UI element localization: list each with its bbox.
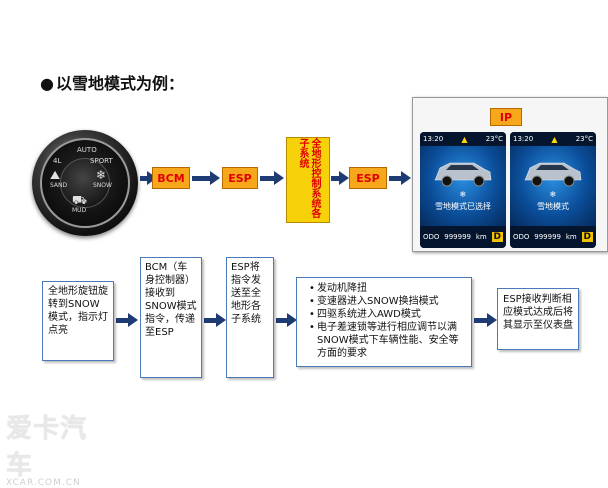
list-item: 发动机降扭: [309, 282, 465, 295]
list-item: 变速器进入SNOW换挡模式: [309, 295, 465, 308]
snow-mode-icon: ❄: [96, 168, 107, 182]
subsystem-actions-list: 发动机降扭 变速器进入SNOW换挡模式 四驱系统进入AWD模式 电子差速锁等进行…: [309, 282, 465, 360]
odo-value: 999999: [534, 233, 561, 241]
list-item: 四驱系统进入AWD模式: [309, 308, 465, 321]
knob-label-auto: AUTO: [77, 146, 97, 154]
odo-label: ODO: [513, 233, 530, 241]
odo-unit: km: [475, 233, 487, 241]
warning-icon: ▲: [461, 134, 468, 144]
step-subsystems-box: 发动机降扭 变速器进入SNOW换挡模式 四驱系统进入AWD模式 电子差速锁等进行…: [296, 277, 472, 367]
title-bullet: ●: [40, 74, 54, 93]
bcm-box: BCM: [152, 167, 190, 189]
screen-status-bar: 13:20 ▲ 23°C: [420, 132, 506, 146]
title-text: 以雪地模式为例：: [55, 74, 184, 93]
odo-unit: km: [565, 233, 577, 241]
esp-box-2: ESP: [349, 167, 387, 189]
knob-label-4l: 4L: [53, 157, 62, 165]
screen-display: ❄ 雪地模式: [510, 146, 596, 226]
odo-label: ODO: [423, 233, 440, 241]
screen-status-bar: 13:20 ▲ 23°C: [510, 132, 596, 146]
ip-box: IP: [490, 108, 522, 126]
step-display-box: ESP接收判断相应模式达成后将其显示至仪表盘: [497, 288, 579, 350]
list-item: 电子差速锁等进行相应调节以满SNOW模式下车辆性能、安全等方面的要求: [309, 321, 465, 360]
esp-box-1: ESP: [222, 167, 258, 189]
screen-message: 雪地模式已选择: [435, 202, 491, 211]
step-esp-box: ESP将指令发送至全地形各子系统: [226, 257, 274, 378]
watermark-en: XCAR.COM.CN: [6, 478, 81, 488]
watermark-cn: 爱卡汽车: [6, 414, 88, 481]
knob-label-snow: SNOW: [93, 182, 112, 189]
terrain-knob-center: [60, 158, 110, 208]
warning-icon: ▲: [551, 134, 558, 144]
knob-label-mud: MUD: [72, 207, 87, 214]
suv-icon: [434, 162, 492, 187]
screen-odometer-bar: ODO 999999 km D: [420, 226, 506, 248]
xcar-watermark: 爱卡汽车 XCAR.COM.CN: [6, 408, 110, 488]
mud-mode-icon: ⛟: [72, 193, 88, 207]
screen-temp: 23°C: [575, 135, 593, 143]
step-knob-box: 全地形旋钮旋转到SNOW模式，指示灯点亮: [42, 281, 114, 361]
snowflake-icon: ❄: [549, 190, 557, 199]
screen-temp: 23°C: [485, 135, 503, 143]
knob-label-sport: SPORT: [90, 157, 113, 165]
step-bcm-box: BCM（车身控制器）接收到SNOW模式指令，传递至ESP: [140, 257, 202, 378]
snowflake-icon: ❄: [459, 190, 467, 199]
screen-message: 雪地模式: [537, 202, 569, 211]
slide-title: ●以雪地模式为例：: [40, 70, 184, 94]
suv-icon: [524, 162, 582, 187]
screen-odometer-bar: ODO 999999 km D: [510, 226, 596, 248]
terrain-subsystems-box: 全地形控制系统各子系统: [286, 137, 330, 223]
sand-mode-icon: ⛰: [50, 168, 61, 182]
gear-indicator: D: [491, 232, 503, 242]
odo-value: 999999: [444, 233, 471, 241]
cluster-screen-2: 13:20 ▲ 23°C ❄ 雪地模式 ODO 999999 km D: [510, 132, 596, 248]
knob-label-sand: SAND: [50, 182, 68, 189]
gear-indicator: D: [581, 232, 593, 242]
screen-time: 13:20: [513, 135, 534, 143]
screen-time: 13:20: [423, 135, 444, 143]
screen-display: ❄ 雪地模式已选择: [420, 146, 506, 226]
cluster-screen-1: 13:20 ▲ 23°C ❄ 雪地模式已选择 ODO 999999 km D: [420, 132, 506, 248]
